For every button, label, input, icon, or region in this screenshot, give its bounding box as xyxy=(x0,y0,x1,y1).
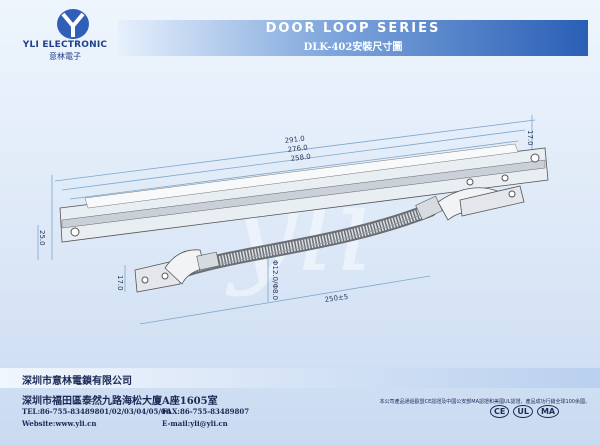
ce-mark-icon: CE xyxy=(490,405,510,418)
model-subtitle: DLK-402安裝尺寸圖 xyxy=(303,42,403,53)
company-name: 深圳市意林電鎖有限公司 xyxy=(22,376,132,387)
dim-hose-diameter: Φ12.0/Φ8.0 xyxy=(271,260,279,300)
installation-drawing: yli 291.0 276.0 258.0 17.0 25.0 17.0 250… xyxy=(37,115,549,325)
ul-mark-icon: UL xyxy=(513,405,533,418)
dim-inner-length: 258.0 xyxy=(290,153,311,163)
footer-band xyxy=(0,368,600,388)
ma-mark-icon: MA xyxy=(536,405,560,418)
dim-hose-length: 250±5 xyxy=(324,293,349,304)
brand-name-cn: 意林電子 xyxy=(49,52,81,61)
series-title: DOOR LOOP SERIES xyxy=(265,21,441,36)
yli-logo-icon xyxy=(57,9,89,39)
brand-name-en: YLI ELECTRONIC xyxy=(22,40,108,50)
contact-fax: FAX:86-755-83489807 xyxy=(162,407,250,416)
brand-logo xyxy=(38,8,108,42)
dim-mid-length: 276.0 xyxy=(287,144,308,154)
right-end-fitting xyxy=(415,185,525,221)
contact-website[interactable]: Website:www.yli.cn xyxy=(22,419,97,428)
contact-tel: TEL:86-755-83489801/02/03/04/05/06 xyxy=(22,407,171,416)
company-address: 深圳市福田區泰然九路海松大廈A座1605室 xyxy=(22,396,218,407)
certification-note: 本公司產品通過歐盟CE認證及中國公安部MA認證和美國UL認證，產品成功行銷全球1… xyxy=(379,399,590,405)
dim-end-height: 17.0 xyxy=(526,130,534,146)
title-banner xyxy=(118,20,588,56)
left-end-fitting xyxy=(134,249,220,293)
dim-overall-length: 291.0 xyxy=(284,135,305,145)
certification-logos: CE UL MA xyxy=(490,405,560,418)
mounting-bracket xyxy=(59,143,549,243)
dim-left-mount-height: 17.0 xyxy=(116,275,124,291)
dim-bracket-height: 25.0 xyxy=(38,230,46,246)
contact-email[interactable]: E-mail:yli@yli.cn xyxy=(162,419,228,428)
